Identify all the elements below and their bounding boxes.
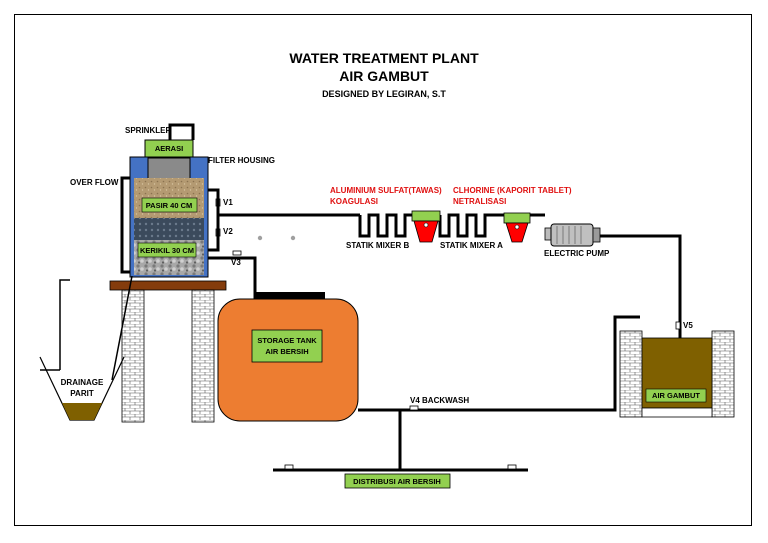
netralisasi-label: NETRALISASI xyxy=(453,197,506,206)
v5-label: V5 xyxy=(683,321,693,330)
distribution-tap-right[interactable] xyxy=(507,464,517,470)
source-wall-left xyxy=(619,330,643,418)
drainage-label-1: DRAINAGE xyxy=(61,378,104,387)
static-mixer-a xyxy=(438,213,495,238)
filter-side-pipe xyxy=(208,188,220,252)
brick-pillar-right xyxy=(191,289,215,423)
drip-dot xyxy=(290,235,296,241)
dosing-unit-tawas xyxy=(411,210,441,243)
pump-label: ELECTRIC PUMP xyxy=(544,249,610,258)
distribution-label-box xyxy=(344,473,451,489)
mixer-a-label: STATIK MIXER A xyxy=(440,241,503,250)
overflow-pipe xyxy=(120,176,130,274)
static-mixer-b xyxy=(358,213,412,238)
pasir-label-box xyxy=(141,197,198,213)
storage-inlet-pipe xyxy=(208,256,257,305)
distribution-tap-left[interactable] xyxy=(284,464,294,470)
electric-pump[interactable] xyxy=(544,223,601,247)
backwash-pipe xyxy=(358,315,640,412)
storage-label-2: AIR BERSIH xyxy=(265,347,308,356)
aerasi-label: AERASI xyxy=(155,144,183,153)
drip-dot xyxy=(257,235,263,241)
title-line-1: WATER TREATMENT PLANT xyxy=(289,50,479,66)
distribution-label: DISTRIBUSI AIR BERSIH xyxy=(353,477,441,486)
air-gambut-label-box xyxy=(645,388,707,403)
title-line-2: AIR GAMBUT xyxy=(339,68,429,84)
kerikil-label: KERIKIL 30 CM xyxy=(140,246,194,255)
v1-label: V1 xyxy=(223,198,233,207)
valve-v4[interactable] xyxy=(409,405,419,411)
air-gambut-label: AIR GAMBUT xyxy=(652,391,700,400)
designer-credit: DESIGNED BY LEGIRAN, S.T xyxy=(322,89,446,99)
v4-label: V4 BACKWASH xyxy=(410,396,469,405)
v2-label: V2 xyxy=(223,227,233,236)
overflow-label: OVER FLOW xyxy=(70,178,119,187)
drainage-label-2: PARIT xyxy=(70,389,94,398)
aluminium-label: ALUMINIUM SULFAT(TAWAS) xyxy=(330,186,442,195)
v3-label: V3 xyxy=(231,258,241,267)
koagulasi-label: KOAGULASI xyxy=(330,197,378,206)
dosing-unit-chlorine xyxy=(503,212,531,243)
filter-stand xyxy=(109,280,227,291)
valve-v5[interactable] xyxy=(675,321,681,330)
storage-label-box xyxy=(251,329,323,363)
diagram-frame xyxy=(14,14,752,526)
valve-v3[interactable] xyxy=(232,250,242,256)
filter-housing xyxy=(120,123,209,278)
storage-tank-lid xyxy=(255,292,325,301)
chlorine-label: CLHORINE (KAPORIT TABLET) xyxy=(453,186,572,195)
source-wall-right xyxy=(711,330,735,418)
brick-pillar-left xyxy=(121,289,145,423)
pasir-label: PASIR 40 CM xyxy=(146,201,193,210)
filter-housing-label: FILTER HOUSING xyxy=(208,156,275,165)
sprinkler-label: SPRINKLER xyxy=(125,126,171,135)
kerikil-label-box xyxy=(137,242,197,258)
mixer-b-label: STATIK MIXER B xyxy=(346,241,409,250)
storage-label-1: STORAGE TANK xyxy=(257,336,317,345)
